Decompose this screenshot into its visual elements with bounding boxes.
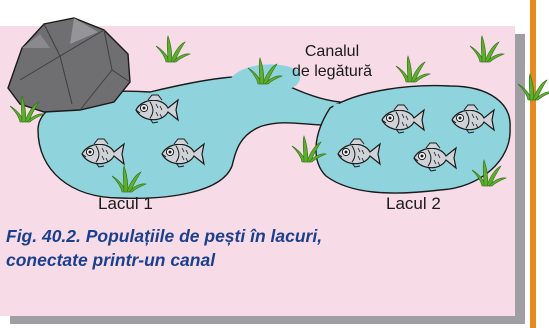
lake-right-label: Lacul 2 — [386, 194, 441, 213]
lake-left-label: Lacul 1 — [98, 194, 153, 213]
grass-icon — [155, 35, 191, 63]
canal-label: Canalul de legătură — [276, 42, 388, 82]
figure-caption: Fig. 40.2. Populațiile de pești în lacur… — [6, 224, 506, 272]
lake-left — [37, 75, 341, 199]
accent-stripe — [530, 0, 536, 328]
caption-line: conectate printr-un canal — [6, 250, 216, 270]
canal-label-line: de legătură — [291, 63, 373, 80]
lake-right — [315, 84, 511, 194]
grass-icon — [469, 35, 505, 63]
grass-icon — [395, 55, 431, 83]
caption-line: Fig. 40.2. Populațiile de pești în lacur… — [6, 226, 323, 246]
canal-label-line: Canalul — [304, 43, 360, 60]
grass-icon — [517, 73, 549, 101]
rock-icon — [7, 17, 131, 113]
